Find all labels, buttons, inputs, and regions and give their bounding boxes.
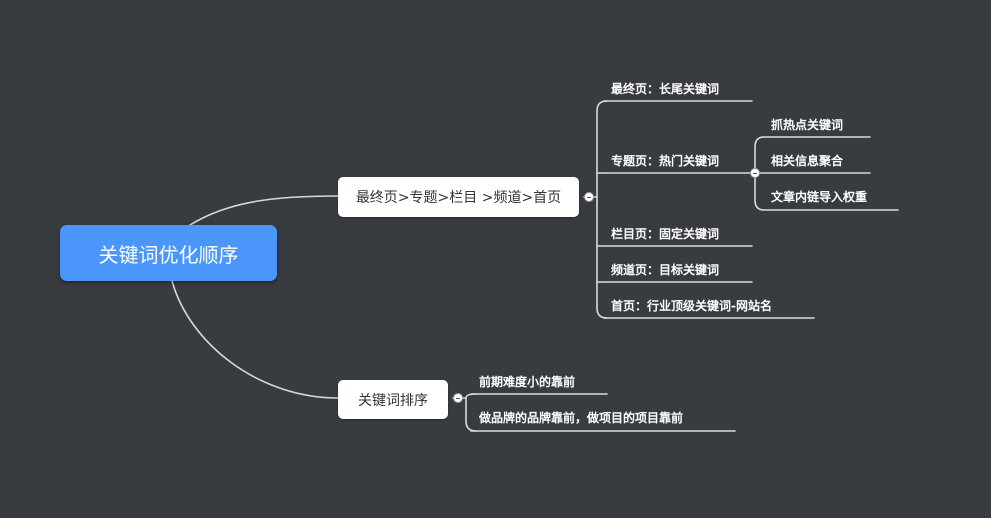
connector-root-sort — [171, 280, 339, 399]
subtopic-internal-links[interactable]: 文章内链导入权重 — [771, 190, 868, 204]
subtopic-brand-first[interactable]: 做品牌的品牌靠前，做项目的项目靠前 — [479, 411, 684, 425]
subtopic-info-aggregation[interactable]: 相关信息聚合 — [771, 154, 844, 168]
topic-node-keyword-sort[interactable]: 关键词排序 — [338, 380, 448, 419]
subtopic-channel-page[interactable]: 频道页：目标关键词 — [611, 263, 720, 277]
collapse-toggle-icon[interactable] — [584, 192, 594, 202]
root-node[interactable]: 关键词优化顺序 — [60, 225, 277, 281]
collapse-toggle-icon[interactable] — [453, 393, 463, 403]
subtopic-home-page[interactable]: 首页：行业顶级关键词-网站名 — [611, 299, 772, 313]
subtopic-hotspot-keywords[interactable]: 抓热点关键词 — [771, 118, 844, 132]
collapse-toggle-icon[interactable] — [750, 168, 760, 178]
connector-path-children — [596, 100, 608, 319]
topic-node-page-order[interactable]: 最终页>专题>栏目 >频道>首页 — [338, 177, 579, 217]
topic-label: 最终页>专题>栏目 >频道>首页 — [355, 190, 562, 206]
subtopic-column-page[interactable]: 栏目页：固定关键词 — [611, 227, 720, 241]
root-label: 关键词优化顺序 — [98, 242, 239, 267]
subtopic-topic-page[interactable]: 专题页：热门关键词 — [611, 154, 720, 168]
connector-sort-children — [465, 393, 477, 432]
subtopic-final-page[interactable]: 最终页：长尾关键词 — [611, 82, 720, 96]
topic-label: 关键词排序 — [358, 392, 428, 409]
connector-root-path — [189, 195, 339, 226]
subtopic-easy-first[interactable]: 前期难度小的靠前 — [479, 375, 576, 389]
